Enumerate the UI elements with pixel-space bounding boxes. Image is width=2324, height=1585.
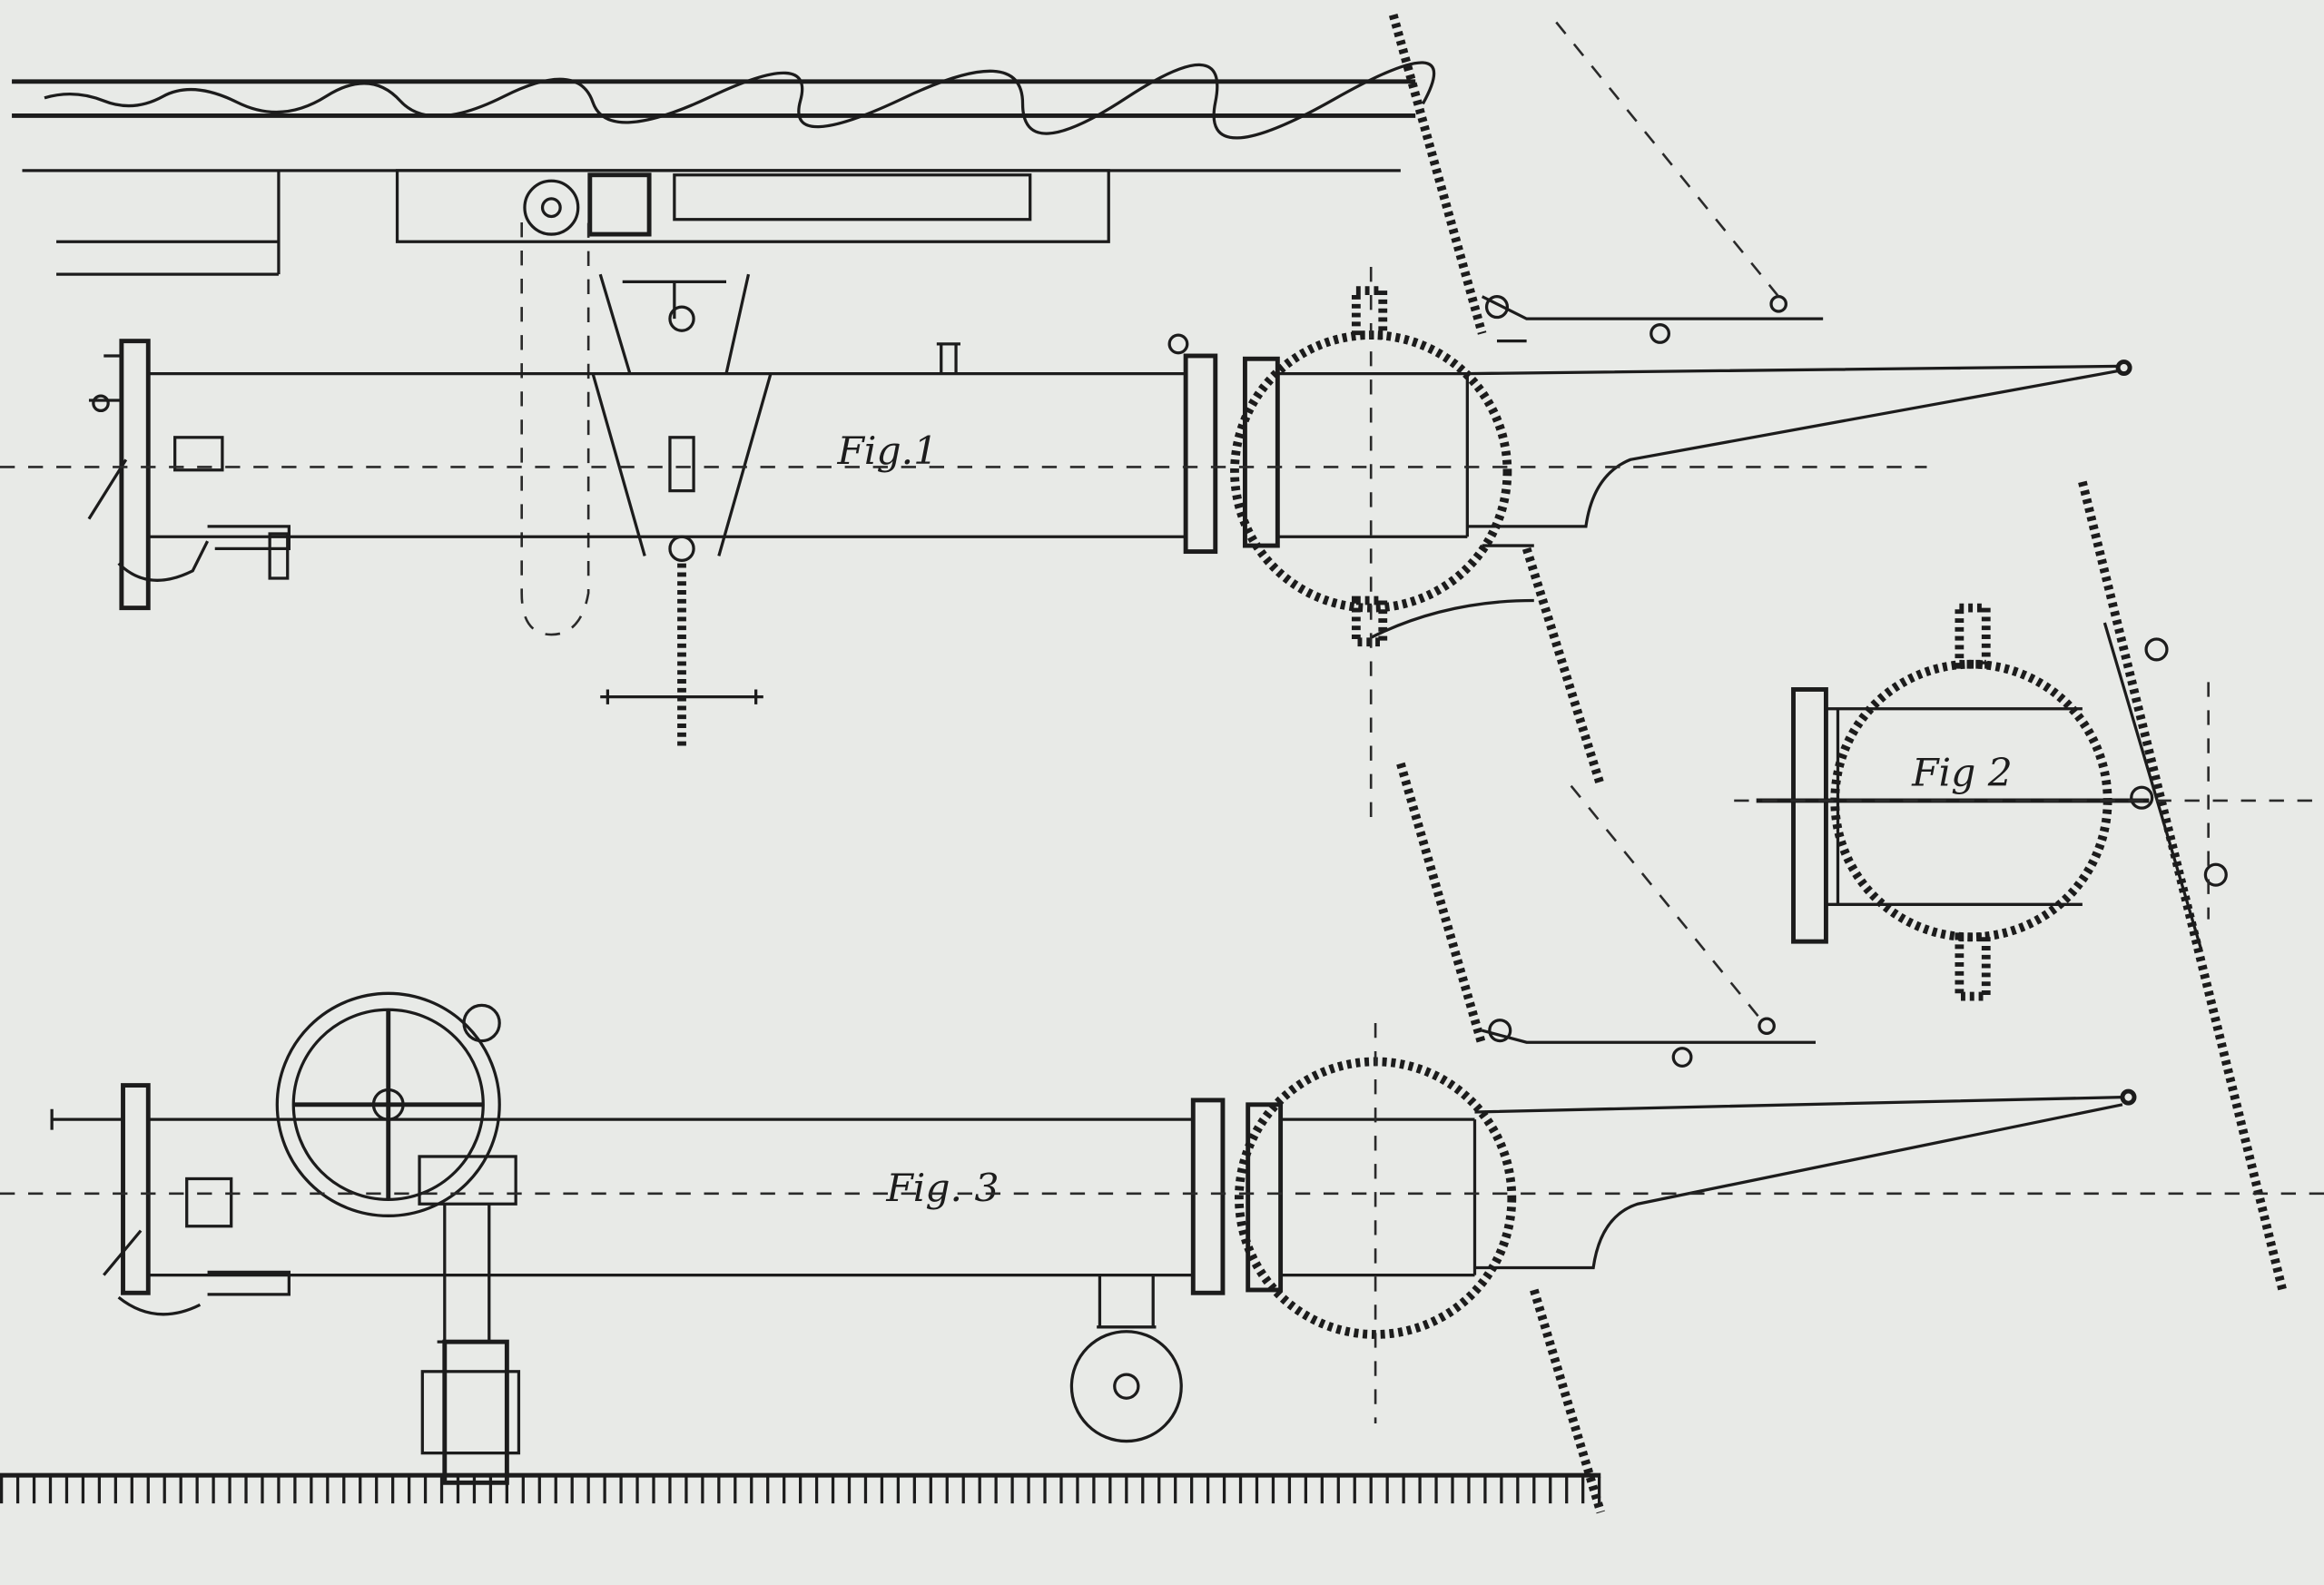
overhead-rail — [22, 169, 1401, 636]
deck-beam — [12, 61, 1436, 140]
fig1-tube: Fig.1 — [87, 286, 2132, 749]
ground-line — [0, 1472, 1601, 1504]
fig3-tube: Fig. 3 — [50, 991, 2137, 1485]
fig2-label: Fig 2 — [1911, 752, 2013, 796]
ship-hull-fig1 — [0, 14, 1927, 831]
ship-hull-fig3 — [0, 762, 2324, 1514]
fig2-detail: Fig 2 — [1734, 480, 2324, 1292]
fig3-label: Fig. 3 — [885, 1167, 999, 1211]
